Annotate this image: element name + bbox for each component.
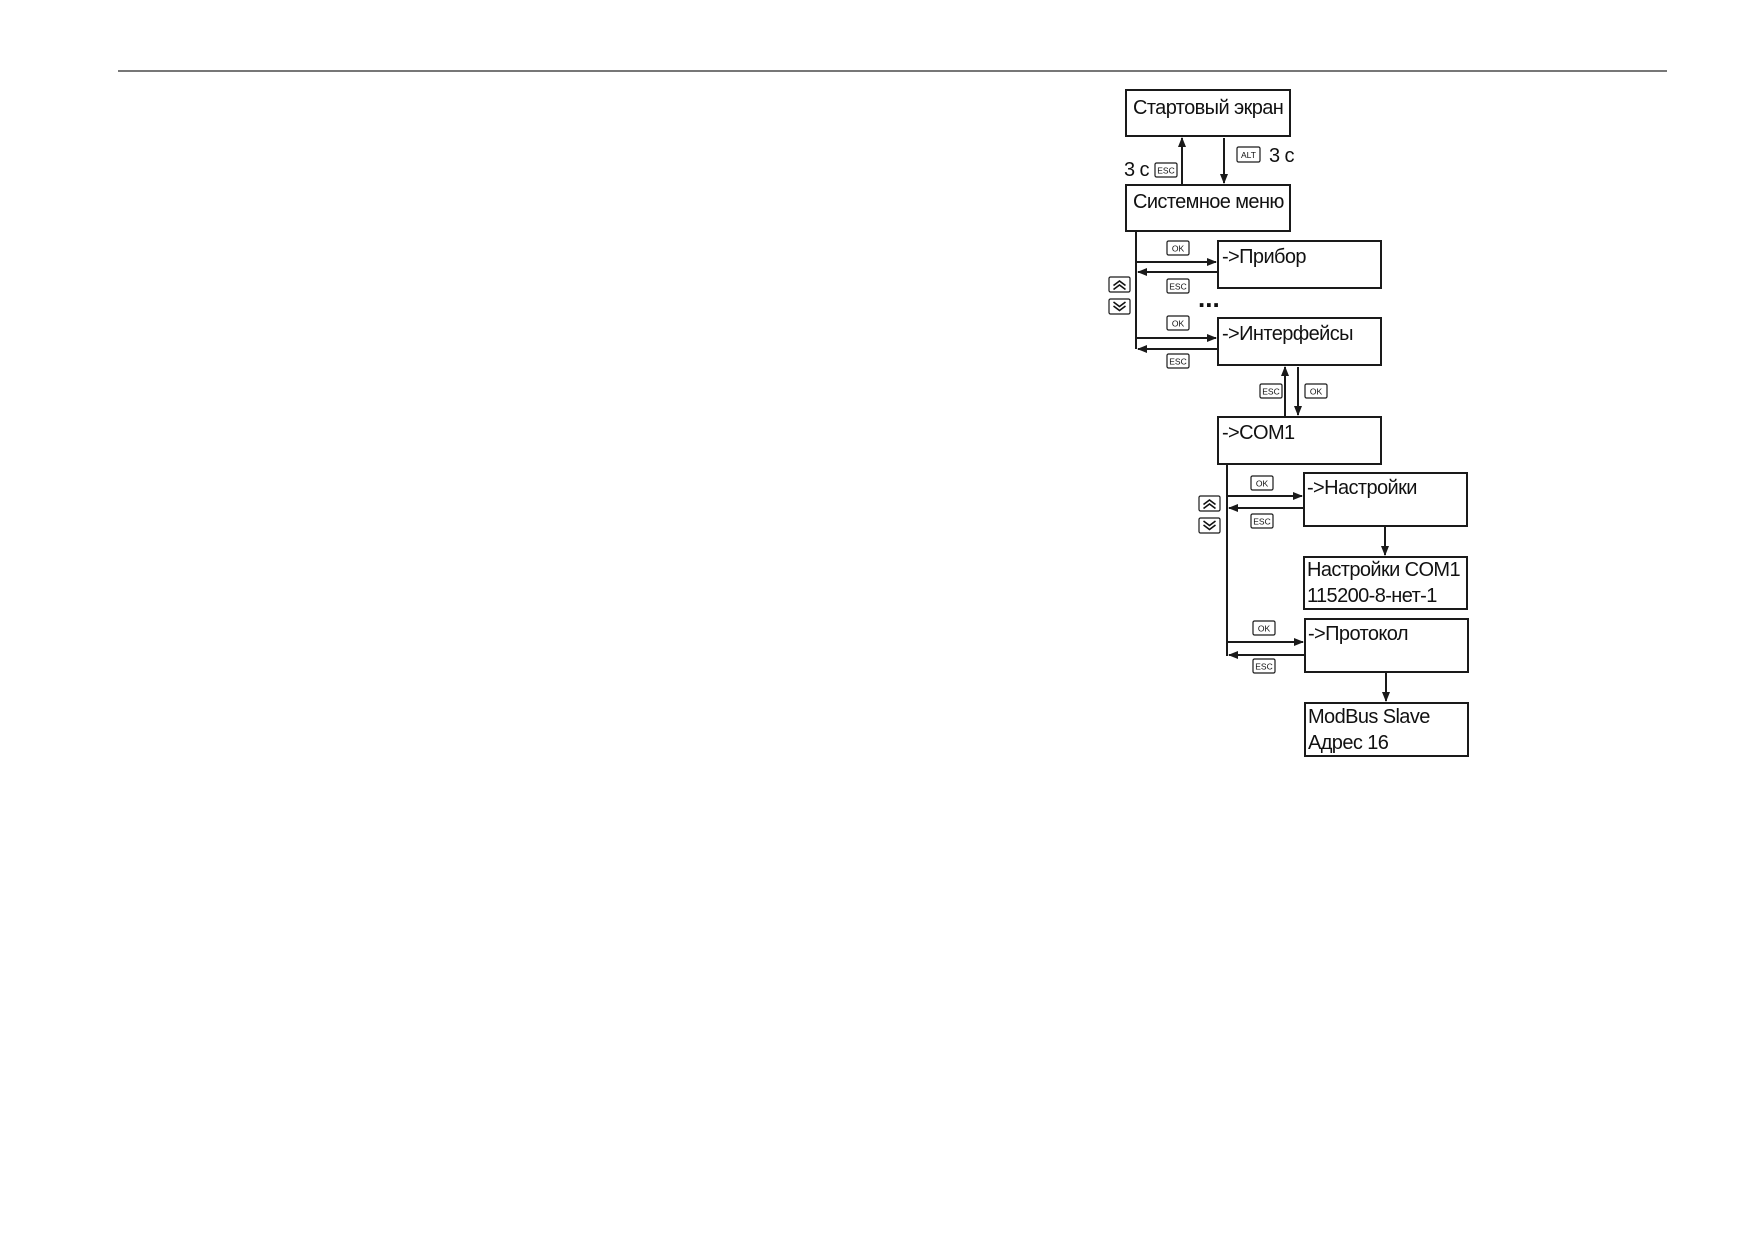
- esc-key-icon: ESC: [1154, 162, 1178, 178]
- com1-settings-line1: Настройки COM1: [1307, 559, 1460, 581]
- double-chevron-down-icon: [1108, 298, 1131, 315]
- ok-key-icon: OK: [1252, 620, 1276, 636]
- svg-text:OK: OK: [1310, 387, 1323, 397]
- esc-key-icon: ESC: [1166, 278, 1190, 294]
- alt-key-icon: ALT: [1236, 146, 1261, 163]
- svg-text:ESC: ESC: [1253, 517, 1270, 527]
- svg-text:ESC: ESC: [1255, 662, 1272, 672]
- esc-key-icon: ESC: [1250, 513, 1274, 529]
- hold-time-alt: 3 с: [1269, 145, 1294, 167]
- device-menu-label: ->Прибор: [1222, 246, 1306, 268]
- settings-menu-box: [1303, 472, 1468, 527]
- protocol-value-box: [1304, 702, 1469, 757]
- com1-settings-line2: 115200-8-нет-1: [1307, 585, 1437, 607]
- svg-text:ESC: ESC: [1169, 357, 1186, 367]
- device-menu-box: [1217, 240, 1382, 289]
- protocol-value-line2: Адрес 16: [1308, 732, 1389, 754]
- esc-key-icon: ESC: [1259, 383, 1283, 399]
- interfaces-menu-label: ->Интерфейсы: [1222, 323, 1353, 345]
- svg-text:ESC: ESC: [1262, 387, 1279, 397]
- double-chevron-up-icon: [1108, 276, 1131, 293]
- com1-settings-value-box: [1303, 556, 1468, 610]
- double-chevron-up-icon: [1198, 495, 1221, 512]
- svg-text:ALT: ALT: [1241, 150, 1256, 160]
- ok-key-icon: OK: [1304, 383, 1328, 399]
- start-screen-box: [1125, 89, 1291, 137]
- more-items-ellipsis: ...: [1198, 283, 1220, 313]
- svg-text:OK: OK: [1258, 624, 1271, 634]
- protocol-menu-label: ->Протокол: [1308, 623, 1408, 645]
- svg-text:ESC: ESC: [1157, 166, 1174, 176]
- svg-text:OK: OK: [1172, 244, 1185, 254]
- protocol-value-line1: ModBus Slave: [1308, 706, 1430, 728]
- ok-key-icon: OK: [1166, 315, 1190, 331]
- interfaces-menu-box: [1217, 317, 1382, 366]
- esc-key-icon: ESC: [1252, 658, 1276, 674]
- esc-key-icon: ESC: [1166, 353, 1190, 369]
- svg-text:OK: OK: [1256, 479, 1269, 489]
- hold-time-esc: 3 с: [1124, 159, 1149, 181]
- system-menu-box: [1125, 184, 1291, 232]
- com1-menu-box: [1217, 416, 1382, 465]
- protocol-menu-box: [1304, 618, 1469, 673]
- double-chevron-down-icon: [1198, 517, 1221, 534]
- system-menu-label: Системное меню: [1133, 191, 1284, 213]
- settings-menu-label: ->Настройки: [1307, 477, 1417, 499]
- ok-key-icon: OK: [1250, 475, 1274, 491]
- svg-text:ESC: ESC: [1169, 282, 1186, 292]
- svg-text:OK: OK: [1172, 319, 1185, 329]
- start-screen-label: Стартовый экран: [1133, 97, 1283, 119]
- ok-key-icon: OK: [1166, 240, 1190, 256]
- com1-menu-label: ->COM1: [1222, 422, 1295, 444]
